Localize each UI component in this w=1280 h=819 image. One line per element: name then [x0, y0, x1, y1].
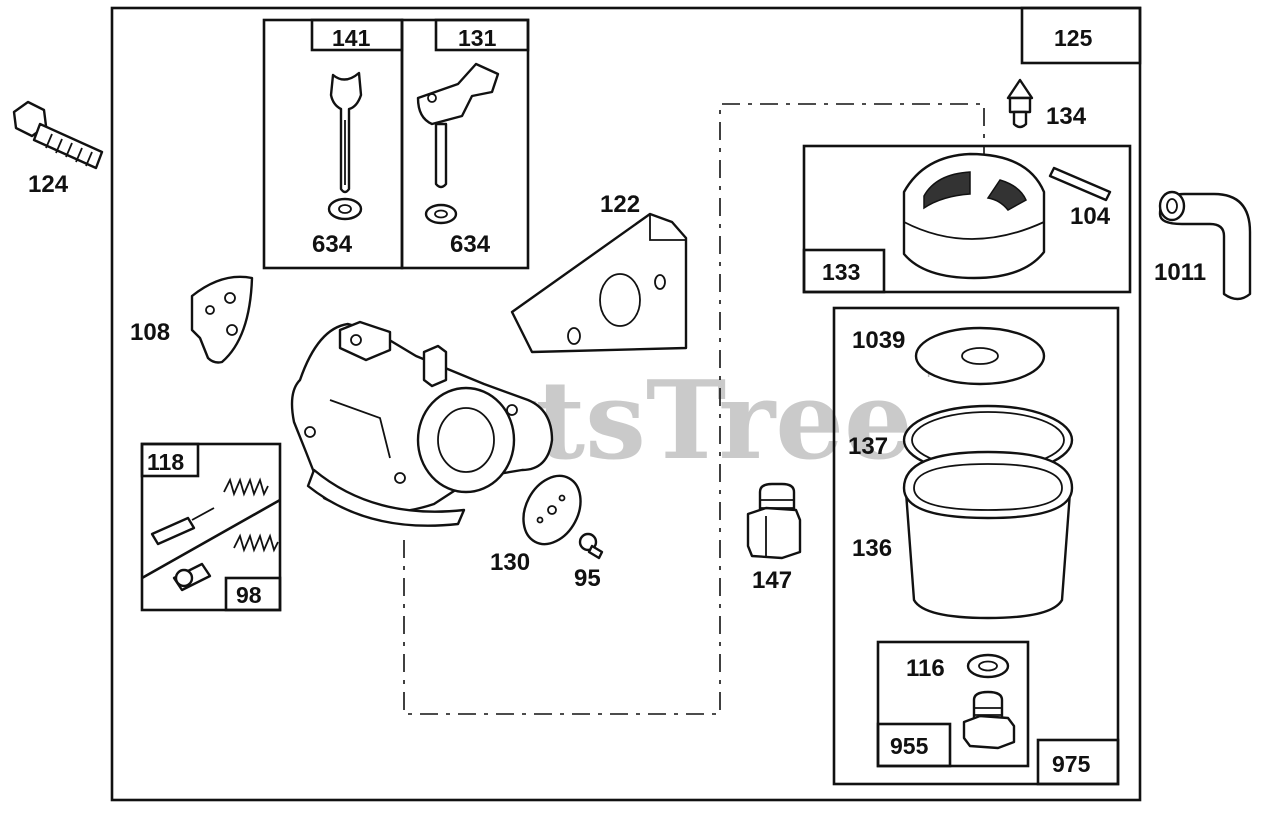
- part-133-float: [902, 152, 1046, 280]
- part-134-needle: [1006, 78, 1034, 129]
- part-118-needle: [150, 516, 196, 546]
- part-1039-label: 1039: [852, 327, 905, 354]
- part-122-gasket: [510, 212, 688, 354]
- box-975-frame: [832, 306, 1120, 786]
- box-118-divider: [141, 498, 281, 580]
- box-98-label: 98: [236, 582, 262, 608]
- part-104-pin: [1048, 166, 1112, 202]
- part-147-label: 147: [752, 567, 792, 594]
- part-108-label: 108: [130, 319, 170, 346]
- box-118-group: 118 98: [140, 442, 282, 612]
- outer-frame: [110, 6, 1142, 802]
- box-975-tab: [1036, 738, 1120, 786]
- part-131-shaft: [434, 122, 448, 189]
- part-118-spring-upper: [223, 477, 269, 497]
- box-133-tab: [802, 248, 886, 294]
- part-98-spring-lower: [233, 533, 279, 553]
- part-131-lever: [416, 62, 500, 126]
- box-955-frame: [876, 640, 1030, 768]
- reference-leader-line: [403, 103, 985, 715]
- part-134-label: 134: [1046, 103, 1087, 130]
- box-131-label: 131: [458, 25, 497, 51]
- part-131-washer-hole: [434, 209, 448, 219]
- part-95-label: 95: [574, 565, 601, 592]
- part-141-shaft: [329, 71, 363, 194]
- carburetor-body: [290, 320, 554, 527]
- box-133-label: 133: [822, 259, 860, 285]
- box-975-label: 975: [1052, 751, 1091, 777]
- box-118-label: 118: [147, 449, 184, 475]
- box-955-label: 955: [890, 733, 929, 759]
- box-141-label: 141: [332, 25, 371, 51]
- part-131-washer: [424, 203, 458, 225]
- part-124-bolt: [12, 100, 104, 170]
- box-118-tab: [140, 442, 200, 478]
- part-147-fitting: [746, 482, 802, 560]
- part-95-screw: [578, 532, 604, 560]
- part-141-634-label: 634: [312, 231, 353, 258]
- part-137-label: 137: [848, 433, 888, 460]
- part-1011-label: 1011: [1154, 259, 1206, 286]
- part-130-disc: [522, 474, 582, 546]
- part-141-washer: [327, 197, 363, 221]
- box-118-frame: [140, 442, 282, 612]
- box-125-label: 125: [1054, 25, 1093, 51]
- part-1039-gasket: [914, 326, 1046, 386]
- part-116-label: 116: [906, 655, 945, 682]
- box-955-group: 955 116: [876, 640, 1030, 768]
- box-955-tab: [876, 722, 952, 768]
- part-104-label: 104: [1070, 203, 1111, 230]
- part-131-634-label: 634: [450, 231, 491, 258]
- part-131-hole: [427, 93, 437, 103]
- part-108-plate: [190, 275, 254, 364]
- part-124-label: 124: [28, 171, 69, 198]
- box-975-group: 975 1039 137 136: [832, 306, 1120, 786]
- box-133-group: 133: [802, 144, 1132, 294]
- part-141-washer-hole: [338, 204, 352, 214]
- box-131-group: 131 634: [400, 18, 530, 270]
- part-116-washer: [966, 653, 1010, 679]
- part-130-label: 130: [490, 549, 530, 576]
- box-131-tab: [434, 18, 530, 52]
- part-122-label: 122: [600, 191, 640, 218]
- part-1011-hose: [1158, 190, 1252, 301]
- box-125-tab: [1020, 6, 1142, 65]
- box-98-tab: [224, 576, 282, 612]
- box-141-group: 141 634: [262, 18, 404, 270]
- part-136-label: 136: [852, 535, 892, 562]
- box-133-frame: [802, 144, 1132, 294]
